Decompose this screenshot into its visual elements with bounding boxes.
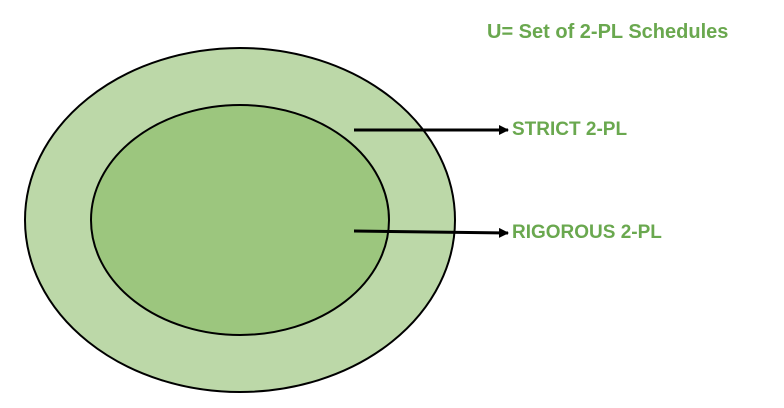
rigorous-2pl-label: RIGOROUS 2-PL [512,222,662,243]
rigorous-arrow [353,227,509,238]
strict-2pl-label: STRICT 2-PL [512,119,628,140]
diagram-title: U= Set of 2-PL Schedules [487,21,729,43]
rigorous-2pl-set [90,104,390,336]
